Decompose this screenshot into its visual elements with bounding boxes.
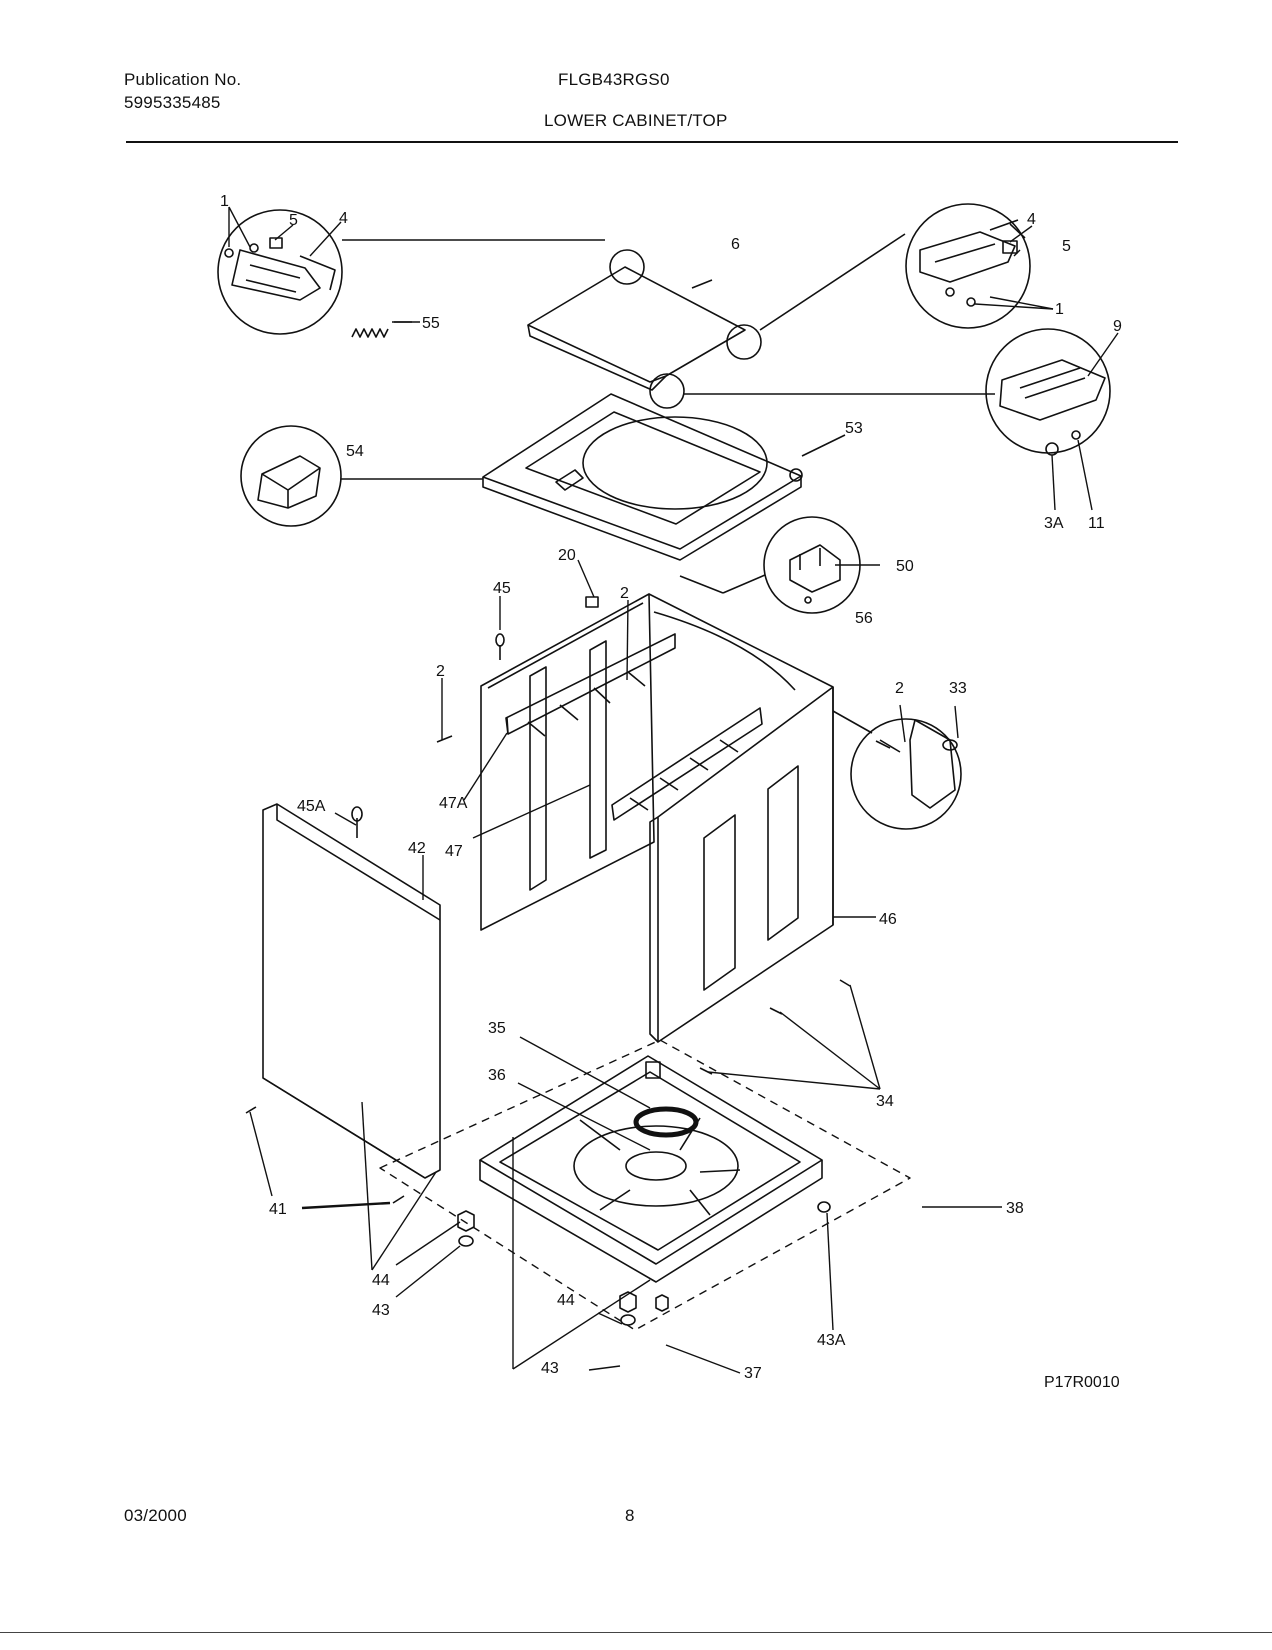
callout-35: 35 (488, 1020, 506, 1037)
callout-43: 43 (372, 1302, 390, 1319)
callout-43: 43 (541, 1360, 559, 1377)
footer-rule (0, 1632, 1272, 1633)
callout-47A: 47A (439, 795, 468, 812)
callout-11: 11 (1088, 515, 1105, 532)
leveling-legs (457, 1201, 831, 1326)
callout-44: 44 (557, 1292, 575, 1309)
lid-6 (527, 249, 762, 409)
top-panel-53 (482, 393, 803, 561)
callout-34: 34 (876, 1093, 894, 1110)
callout-labels: 1 5 4 55 6 4 5 1 9 53 54 3A 11 20 50 56 … (220, 193, 1122, 1382)
detail-hinge-left (217, 209, 343, 335)
callout-4: 4 (339, 210, 348, 227)
callout-6: 6 (731, 236, 740, 253)
callout-2: 2 (895, 680, 904, 697)
callout-47: 47 (445, 843, 463, 860)
callout-3A: 3A (1044, 515, 1064, 532)
section-title: LOWER CABINET/TOP (544, 111, 728, 130)
detail-hinge-switch (985, 328, 1111, 456)
callout-2: 2 (620, 585, 629, 602)
page-number: 8 (625, 1506, 635, 1525)
callout-2: 2 (436, 663, 445, 680)
callout-33: 33 (949, 680, 967, 697)
callout-20: 20 (558, 547, 576, 564)
callout-1: 1 (1055, 301, 1064, 318)
callout-50: 50 (896, 558, 914, 575)
base-38 (479, 1055, 823, 1283)
callout-54: 54 (346, 443, 364, 460)
header-rule (126, 141, 1178, 143)
callout-45A: 45A (297, 798, 326, 815)
detail-dispenser-54 (240, 425, 342, 527)
detail-bracket-33 (850, 718, 962, 830)
callout-1: 1 (220, 193, 229, 210)
callout-42: 42 (408, 840, 426, 857)
model-number: FLGB43RGS0 (558, 70, 670, 89)
diagram-code: P17R0010 (1044, 1374, 1120, 1391)
callout-55: 55 (422, 315, 440, 332)
callout-53: 53 (845, 420, 863, 437)
callout-36: 36 (488, 1067, 506, 1084)
callout-5: 5 (1062, 238, 1071, 255)
callout-38: 38 (1006, 1200, 1024, 1217)
callout-45: 45 (493, 580, 511, 597)
footer-date: 03/2000 (124, 1506, 187, 1525)
spring-55 (351, 328, 389, 338)
publication-number: 5995335485 (124, 93, 221, 112)
cabinet-frame (480, 593, 834, 1043)
callout-5: 5 (289, 212, 298, 229)
callout-46: 46 (879, 911, 897, 928)
callout-56: 56 (855, 610, 873, 627)
callout-44: 44 (372, 1272, 390, 1289)
callout-4: 4 (1027, 211, 1036, 228)
callout-9: 9 (1113, 318, 1122, 335)
detail-hinge-right (905, 203, 1031, 329)
publication-label: Publication No. (124, 70, 242, 89)
base-outline (379, 1039, 911, 1331)
callout-37: 37 (744, 1365, 762, 1382)
screws (245, 596, 891, 1204)
callout-41: 41 (269, 1201, 287, 1218)
left-panel-42 (262, 803, 441, 1179)
callout-43A: 43A (817, 1332, 846, 1349)
leader-lines (228, 206, 1119, 1374)
